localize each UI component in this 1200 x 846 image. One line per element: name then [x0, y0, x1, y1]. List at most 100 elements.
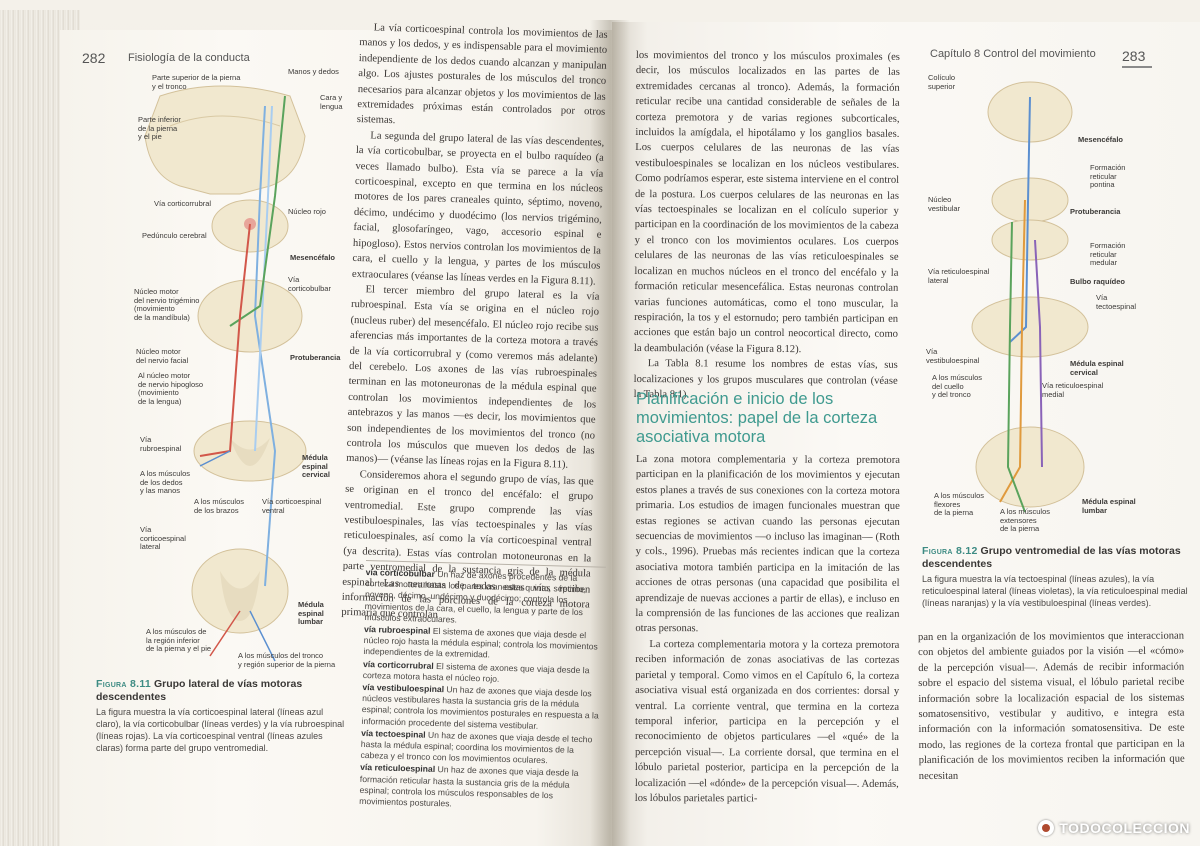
figure-8-11-caption: Figura 8.11 Grupo lateral de vías motora…: [96, 678, 346, 754]
glossary-term: vía corticobulbar: [365, 566, 436, 579]
glossary-term: vía rubroespinal: [363, 623, 431, 636]
label-neck-trunk: A los músculos del cuello y del tronco: [932, 373, 983, 399]
label-lower-leg: Parte inferior de la pierna y el pie: [138, 115, 181, 141]
left-paragraph: El tercer miembro del grupo lateral es l…: [346, 284, 600, 472]
corticobulbar-tract: [229, 95, 286, 327]
label-vestibulospinal: Vía vestibuloespinal: [926, 347, 980, 365]
figure-8-11-number: Figura 8.11: [96, 678, 152, 690]
pons-section: [197, 279, 303, 353]
label-facial: Núcleo motor del nervio facial: [136, 347, 189, 365]
label-trunk: A los músculos del tronco y región super…: [238, 651, 336, 669]
glossary-entry: vía reticuloespinal Un haz de axones que…: [359, 762, 600, 813]
label-pons: Protuberancia: [290, 353, 341, 362]
lateral-reticulospinal-tract: [1034, 239, 1043, 468]
figure-8-11-body: La figura muestra la vía corticoespinal …: [96, 707, 345, 753]
label-corticorubral: Vía corticorrubral: [154, 199, 212, 208]
label-med-reticulospinal: Vía reticuloespinal medial: [1042, 381, 1104, 399]
label-rubrospinal: Vía rubroespinal: [140, 435, 182, 453]
right-text-column-lower: La zona motora complementaria y la corte…: [635, 452, 900, 807]
watermark-text: TODOCOLECCION: [1059, 820, 1190, 836]
glossary-box: vía corticobulbar Un haz de axones proce…: [359, 560, 606, 815]
label-lat-reticulospinal: Vía reticuloespinal lateral: [928, 267, 990, 285]
left-paragraph: La vía corticoespinal controla los movim…: [356, 22, 608, 127]
label-lumbar: Médula espinal lumbar: [298, 600, 324, 626]
figure-8-12-caption: Figura 8.12 Grupo ventromedial de las ví…: [922, 545, 1192, 609]
right-outer-column: pan en la organización de los movimiento…: [918, 629, 1185, 784]
glossary-term: vía reticuloespinal: [360, 762, 436, 775]
motor-output-arms: [199, 450, 231, 467]
figure-8-11-illustration: [144, 85, 307, 662]
label-hypoglossal: Al núcleo motor de nervio hipogloso (mov…: [138, 371, 204, 406]
medial-reticulospinal-tract: [999, 199, 1026, 503]
cortex-fold: [169, 115, 281, 127]
watermark-logo-icon: [1038, 820, 1055, 836]
figure-8-11: Parte superior de la pierna y el tronco …: [90, 66, 343, 676]
figure-8-12-body: La figura muestra la vía tectoespinal (l…: [922, 574, 1188, 608]
label-cervical: Médula espinal cervical: [1070, 359, 1124, 377]
left-page: [60, 30, 620, 846]
label-ventral-cs: Vía corticoespinal ventral: [262, 497, 322, 515]
label-leg-foot: A los músculos de la región inferior de …: [146, 627, 212, 653]
left-text-column: La vía corticoespinal controla los movim…: [341, 20, 608, 628]
glossary-entry: vía vestibuloespinal Un haz de axones qu…: [361, 682, 602, 733]
glossary-entry: vía rubroespinal El sistema de axones qu…: [363, 624, 604, 664]
glossary-term: vía corticorrubral: [362, 658, 434, 671]
lateral-corticospinal-tract: [253, 105, 277, 587]
right-paragraph: los movimientos del tronco y los músculo…: [633, 49, 900, 355]
figure-8-12-number: Figura 8.12: [922, 545, 978, 557]
running-head-rule: [1122, 66, 1152, 68]
glossary-term: vía vestibuloespinal: [362, 681, 445, 695]
label-lumbar: Médula espinal lumbar: [1082, 497, 1136, 515]
left-paragraph: La segunda del grupo lateral de las vías…: [351, 130, 605, 288]
figure-8-12-illustration: [971, 81, 1089, 513]
label-medullary-rf: Formación reticular medular: [1090, 241, 1126, 267]
section-heading: Planificación e inicio de los movimiento…: [636, 390, 878, 446]
upper-pons-section: [991, 177, 1069, 223]
right-text-column: los movimientos del tronco y los músculo…: [634, 48, 900, 404]
motor-output-trunk: [249, 610, 276, 662]
left-running-title: Fisiología de la conducta: [128, 52, 250, 64]
label-top-leg: Parte superior de la pierna y el tronco: [152, 73, 241, 91]
label-hands: Manos y dedos: [288, 67, 339, 76]
lumbar-gray-matter: [220, 571, 260, 621]
label-lateral-cs: Vía corticoespinal lateral: [140, 525, 186, 551]
left-page-number: 282: [82, 50, 106, 66]
glossary-entry: vía tectoespinal Un haz de axones que vi…: [360, 728, 601, 768]
right-paragraph: pan en la organización de los movimiento…: [918, 630, 1185, 782]
lower-pons-section: [991, 219, 1069, 261]
ventral-corticospinal-tract: [254, 105, 273, 452]
rubrospinal-tract: [199, 223, 251, 457]
label-midbrain: Mesencéfalo: [290, 253, 336, 262]
label-face: Cara y lengua: [320, 93, 343, 111]
label-cervical: Médula espinal cervical: [302, 453, 330, 479]
label-medulla: Bulbo raquídeo: [1070, 277, 1125, 286]
right-paragraph: La corteza complementaria motora y la co…: [634, 638, 900, 805]
label-peduncle: Pedúnculo cerebral: [142, 231, 207, 240]
right-paragraph: La zona motora complementaria y la corte…: [635, 454, 900, 635]
medulla-section: [971, 296, 1089, 358]
label-pontine-rf: Formación reticular pontina: [1090, 163, 1126, 189]
motor-output-legs: [209, 610, 241, 657]
cervical-gray-matter: [230, 438, 270, 466]
label-red-nucleus: Núcleo rojo: [288, 207, 326, 216]
figure-8-12-title: Grupo ventromedial de las vías motoras d…: [922, 545, 1181, 570]
label-trigeminal: Núcleo motor del nervio trigémino (movim…: [134, 287, 200, 322]
right-running-title: Capítulo 8 Control del movimiento: [930, 48, 1096, 60]
glossary-term: vía tectoespinal: [361, 727, 426, 740]
tectospinal-tract: [1009, 96, 1031, 343]
figure-8-11-title: Grupo lateral de vías motoras descendent…: [96, 678, 303, 703]
label-corticobulbar: Vía corticobulbar: [288, 275, 331, 293]
label-pons: Protuberancia: [1070, 207, 1121, 216]
right-page-number: 283: [1122, 48, 1146, 64]
label-tectospinal: Vía tectoespinal: [1096, 293, 1137, 311]
label-fingers: A los músculos de los dedos y las manos: [140, 469, 191, 495]
label-flexors: A los músculos flexores de la pierna: [934, 491, 985, 517]
label-midbrain: Mesencéfalo: [1078, 135, 1124, 144]
vestibulospinal-tract: [1006, 221, 1026, 513]
label-arms: A los músculos de los brazos: [194, 497, 245, 515]
book-gutter: [590, 20, 630, 846]
label-vestibular-nucleus: Núcleo vestibular: [928, 195, 961, 213]
watermark: TODOCOLECCION: [1038, 820, 1190, 836]
label-extensors: A los músculos extensores de la pierna: [1000, 507, 1051, 533]
